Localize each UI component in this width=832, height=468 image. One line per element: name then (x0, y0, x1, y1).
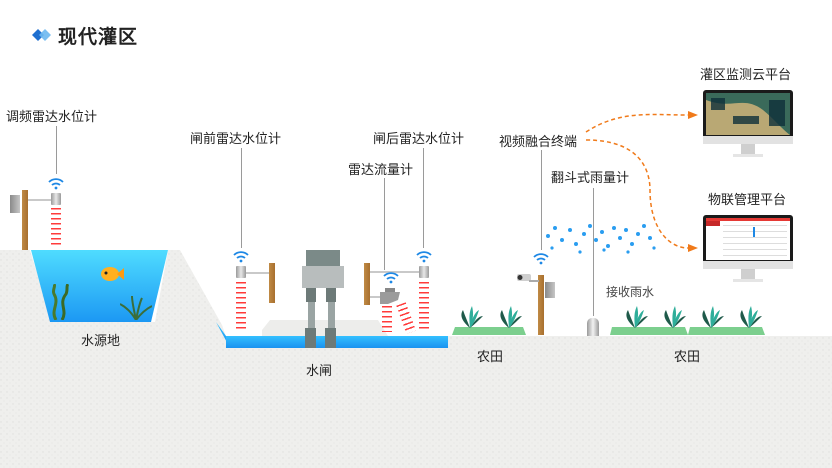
pole (538, 275, 544, 335)
pole (22, 190, 28, 250)
label-tuning-radar-level-meter: 调频雷达水位计 (6, 110, 98, 125)
radar-beam (236, 282, 246, 332)
label-front-gate-radar-level-meter: 闸前雷达水位计 (190, 132, 282, 147)
label-rear-gate-radar-level-meter: 闸后雷达水位计 (373, 132, 465, 147)
leader-line (56, 126, 57, 174)
leader-line (241, 148, 242, 248)
sluice-gate (302, 250, 348, 348)
label-video-fusion-terminal: 视频融合终端 (499, 135, 578, 150)
wifi-icon (383, 272, 399, 284)
plant-icon (660, 306, 686, 328)
radar-beam (382, 306, 392, 332)
wifi-icon (48, 178, 64, 190)
label-cloud-platform: 灌区监测云平台 (700, 68, 792, 83)
plant-icon (457, 306, 483, 328)
cloud-platform-monitor[interactable] (703, 90, 795, 162)
radar-sensor (419, 266, 429, 278)
label-farmland-2: 农田 (674, 350, 701, 365)
leader-line (423, 148, 424, 248)
label-farmland-1: 农田 (477, 350, 504, 365)
leader-line (384, 178, 385, 270)
terminal-box (545, 282, 555, 298)
rain-gauge-icon (587, 318, 599, 336)
label-receive-rainwater: 接收雨水 (606, 285, 655, 299)
controller-box (10, 195, 20, 213)
leader-line (541, 150, 542, 250)
plant-icon (496, 306, 522, 328)
sensor-arm (370, 271, 420, 273)
plant-icon (622, 306, 648, 328)
diamond-icon (32, 28, 52, 42)
water-grass-icon (120, 296, 152, 320)
pole (364, 263, 370, 305)
sensor-arm (28, 199, 52, 201)
radar-sensor (236, 266, 246, 278)
fish-icon (100, 265, 124, 283)
radar-flow-sensor (378, 288, 402, 306)
plant-icon (736, 306, 762, 328)
label-iot-platform: 物联管理平台 (708, 193, 787, 208)
sensor-arm (246, 272, 270, 274)
radar-sensor (51, 193, 61, 205)
radar-beam (51, 208, 61, 248)
pole (269, 263, 275, 303)
page-title: 现代灌区 (58, 26, 139, 48)
wifi-icon (533, 253, 549, 265)
wifi-icon (233, 251, 249, 263)
label-water-source: 水源地 (81, 334, 121, 349)
label-radar-flow-meter: 雷达流量计 (348, 163, 414, 178)
leader-line (593, 188, 594, 316)
radar-beam (419, 282, 429, 332)
sensor-arm (370, 296, 380, 298)
label-sluice-gate: 水闸 (306, 364, 333, 379)
data-flow-arrows (585, 111, 698, 252)
plant-icon (698, 306, 724, 328)
seaweed-icon (48, 284, 74, 320)
wifi-icon (416, 251, 432, 263)
raindrops (546, 224, 656, 254)
label-tipping-bucket-rain-gauge: 翻斗式雨量计 (551, 171, 630, 186)
iot-platform-monitor[interactable] (703, 215, 795, 287)
camera-icon (515, 272, 539, 286)
